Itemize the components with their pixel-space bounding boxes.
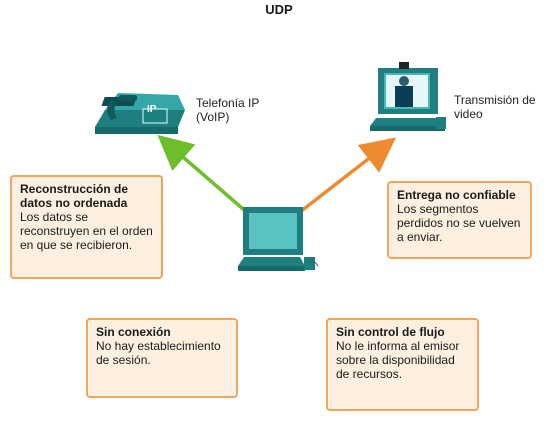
connectionless-heading: Sin conexión xyxy=(96,325,171,339)
phone-ip-label: IP xyxy=(147,104,157,115)
video-streaming-label: Transmisión de video xyxy=(454,93,536,121)
video-label-line1: Transmisión de xyxy=(454,93,536,107)
unreliable-delivery-body: Los segmentos perdidos no se vuelven a e… xyxy=(397,202,521,244)
voip-label-line1: Telefonía IP xyxy=(196,96,260,110)
no-flow-control-box: Sin control de flujo No le informa al em… xyxy=(326,318,479,411)
connectionless-box: Sin conexión No hay establecimiento de s… xyxy=(86,318,238,398)
video-label-line2: video xyxy=(454,107,483,121)
arrow-to-video xyxy=(298,137,397,214)
voip-label-line2: (VoIP) xyxy=(196,110,230,124)
no-flow-control-heading: Sin control de flujo xyxy=(336,325,445,339)
voip-label: Telefonía IP (VoIP) xyxy=(196,96,259,124)
ip-phone-icon xyxy=(95,93,185,134)
reconstruction-body: Los datos se reconstruyen en el orden en… xyxy=(20,210,153,252)
arrow-to-phone xyxy=(157,134,252,217)
computer-icon xyxy=(238,207,319,271)
connectionless-body: No hay establecimiento de sesión. xyxy=(96,339,221,367)
video-monitor-icon xyxy=(370,62,446,131)
reconstruction-box: Reconstrucción de datos no ordenada Los … xyxy=(10,175,163,279)
reconstruction-heading: Reconstrucción de datos no ordenada xyxy=(20,182,129,210)
diagram-title: UDP xyxy=(265,2,293,17)
no-flow-control-body: No le informa al emisor sobre la disponi… xyxy=(336,339,460,381)
unreliable-delivery-heading: Entrega no confiable xyxy=(397,188,516,202)
unreliable-delivery-box: Entrega no confiable Los segmentos perdi… xyxy=(387,181,532,259)
